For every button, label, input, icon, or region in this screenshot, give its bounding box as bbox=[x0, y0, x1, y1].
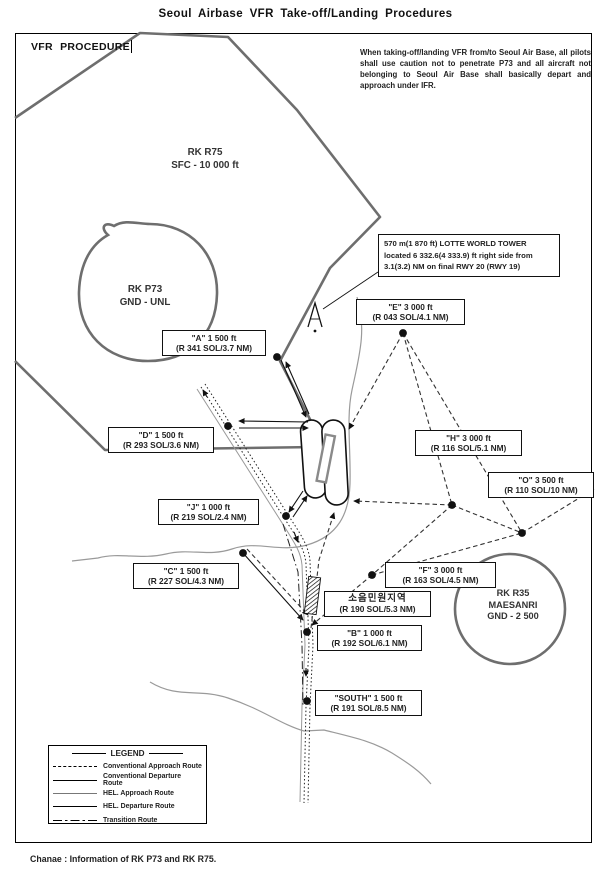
p73-altitude: GND - UNL bbox=[119, 296, 171, 308]
change-caption: Chanae : Information of RK P73 and RK R7… bbox=[30, 854, 217, 864]
thin-line-sample bbox=[53, 792, 97, 794]
waypoint-a-name: "A" 1 500 ft bbox=[191, 332, 237, 343]
dash-dot-line-sample bbox=[53, 819, 97, 821]
cursor-mark bbox=[130, 40, 133, 53]
r75-altitude: SFC - 10 000 ft bbox=[171, 159, 239, 171]
waypoint-e-name: "E" 3 000 ft bbox=[388, 301, 433, 312]
waypoint-box-o: "O" 3 500 ft (R 110 SOL/10 NM) bbox=[488, 472, 594, 498]
p73-name: RK P73 bbox=[127, 284, 163, 295]
departure-routes-solid bbox=[202, 359, 313, 677]
solid-line-sample bbox=[53, 779, 97, 781]
waypoint-box-south: "SOUTH" 1 500 ft (R 191 SOL/8.5 NM) bbox=[315, 690, 422, 716]
vfr-procedure-text: VFR PROCEDURE bbox=[31, 41, 130, 53]
legend-rule-right bbox=[148, 753, 183, 754]
r35-location: MAESANRI bbox=[488, 599, 538, 610]
waypoint-c-radial: (R 227 SOL/4.3 NM) bbox=[147, 576, 225, 586]
area-label-r35: RK R35 MAESANRI GND - 2 500 bbox=[453, 588, 573, 623]
waypoint-c-name: "C" 1 500 ft bbox=[163, 565, 209, 576]
noise-area-name: 소음민원지역 bbox=[348, 592, 407, 604]
waypoint-d-name: "D" 1 500 ft bbox=[138, 429, 184, 440]
obstacle-note-line1: 570 m(1 870 ft) LOTTE WORLD TOWER bbox=[384, 239, 527, 248]
waypoint-e-radial: (R 043 SOL/4.1 NM) bbox=[372, 312, 449, 322]
legend-item-hel-departure: HEL. Departure Route bbox=[53, 800, 202, 813]
waypoint-south-name: "SOUTH" 1 500 ft bbox=[334, 692, 403, 703]
legend-item-conventional-departure: Conventional Departure Route bbox=[53, 773, 202, 788]
runway-strip bbox=[315, 433, 337, 484]
obstacle-leader-line bbox=[322, 271, 379, 310]
waypoint-j-name: "J" 1 000 ft bbox=[186, 501, 231, 512]
restricted-area-r75-boundary bbox=[14, 31, 382, 452]
r75-name: RK R75 bbox=[187, 147, 223, 158]
waypoint-h-radial: (R 116 SOL/5.1 NM) bbox=[430, 443, 507, 453]
transition-route bbox=[282, 523, 304, 707]
legend-label: Conventional Departure Route bbox=[103, 773, 182, 788]
waypoint-f-radial: (R 163 SOL/4.5 NM) bbox=[402, 575, 479, 585]
waypoint-box-e: "E" 3 000 ft (R 043 SOL/4.1 NM) bbox=[356, 299, 465, 325]
noise-area-box: 소음민원지역 (R 190 SOL/5.3 NM) bbox=[324, 591, 431, 617]
legend-item-transition: Transition Route bbox=[53, 814, 202, 827]
legend-label: Conventional Approach Route bbox=[103, 763, 202, 771]
legend-label: Transition Route bbox=[103, 816, 158, 824]
waypoint-h-name: "H" 3 000 ft bbox=[446, 432, 491, 443]
r35-name: RK R35 bbox=[496, 588, 530, 598]
waypoint-d-radial: (R 293 SOL/3.6 NM) bbox=[122, 440, 200, 450]
tower-obstacle-icon bbox=[307, 300, 323, 333]
waypoint-box-f: "F" 3 000 ft (R 163 SOL/4.5 NM) bbox=[385, 562, 496, 588]
page-title: Seoul Airbase VFR Take-off/Landing Proce… bbox=[158, 8, 453, 20]
waypoint-south-radial: (R 191 SOL/8.5 NM) bbox=[330, 703, 407, 713]
legend-item-conventional-approach: Conventional Approach Route bbox=[53, 760, 202, 773]
vfr-note: When taking-off/landing VFR from/to Seou… bbox=[360, 48, 591, 90]
waypoint-box-b: "B" 1 000 ft (R 192 SOL/6.1 NM) bbox=[317, 625, 422, 651]
waypoint-f-name: "F" 3 000 ft bbox=[418, 564, 463, 575]
noise-area-radial: (R 190 SOL/5.3 NM) bbox=[339, 604, 416, 614]
obstacle-note-line2: located 6 332.6(4 333.9) ft right side f… bbox=[384, 250, 533, 260]
waypoint-a-radial: (R 341 SOL/3.7 NM) bbox=[175, 343, 253, 353]
area-label-r75: RK R75 SFC - 10 000 ft bbox=[145, 147, 265, 172]
legend-label: HEL. Approach Route bbox=[103, 789, 174, 797]
runway-complex bbox=[299, 419, 349, 506]
map-frame bbox=[15, 33, 592, 843]
waypoint-box-d: "D" 1 500 ft (R 293 SOL/3.6 NM) bbox=[108, 427, 214, 453]
waypoint-o-name: "O" 3 500 ft bbox=[518, 474, 564, 485]
legend-box: LEGEND Conventional Approach Route Conve… bbox=[48, 745, 207, 824]
waypoint-b-name: "B" 1 000 ft bbox=[347, 627, 392, 638]
waypoint-box-j: "J" 1 000 ft (R 219 SOL/2.4 NM) bbox=[158, 499, 259, 525]
waypoint-o-radial: (R 110 SOL/10 NM) bbox=[504, 485, 578, 495]
prohibited-area-p73-circle bbox=[77, 220, 219, 363]
vfr-procedure-label: VFR PROCEDURE bbox=[31, 40, 133, 53]
obstacle-note-line3: 3.1(3.2) NM on final RWY 20 (RWY 19) bbox=[384, 262, 521, 271]
restricted-area-r35-circle bbox=[453, 552, 567, 666]
waypoint-j-radial: (R 219 SOL/2.4 NM) bbox=[170, 512, 247, 522]
river-lines bbox=[71, 296, 432, 785]
area-label-p73: RK P73 GND - UNL bbox=[90, 284, 200, 309]
waypoint-box-h: "H" 3 000 ft (R 116 SOL/5.1 NM) bbox=[415, 430, 522, 456]
legend-label: HEL. Departure Route bbox=[103, 803, 175, 811]
solid-line-sample bbox=[53, 806, 97, 808]
dashed-line-sample bbox=[53, 766, 97, 768]
waypoint-box-c: "C" 1 500 ft (R 227 SOL/4.3 NM) bbox=[133, 563, 239, 589]
legend-title: LEGEND bbox=[110, 749, 145, 758]
waypoint-box-a: "A" 1 500 ft (R 341 SOL/3.7 NM) bbox=[162, 330, 266, 356]
noise-area-hatch bbox=[303, 575, 322, 616]
r35-altitude: GND - 2 500 bbox=[487, 611, 539, 621]
waypoint-dots bbox=[224, 329, 526, 705]
obstacle-note-box: 570 m(1 870 ft) LOTTE WORLD TOWER locate… bbox=[378, 234, 560, 277]
legend-title-row: LEGEND bbox=[53, 749, 202, 758]
legend-item-hel-approach: HEL. Approach Route bbox=[53, 787, 202, 800]
legend-rule-left bbox=[72, 753, 107, 754]
waypoint-b-radial: (R 192 SOL/6.1 NM) bbox=[331, 638, 408, 648]
